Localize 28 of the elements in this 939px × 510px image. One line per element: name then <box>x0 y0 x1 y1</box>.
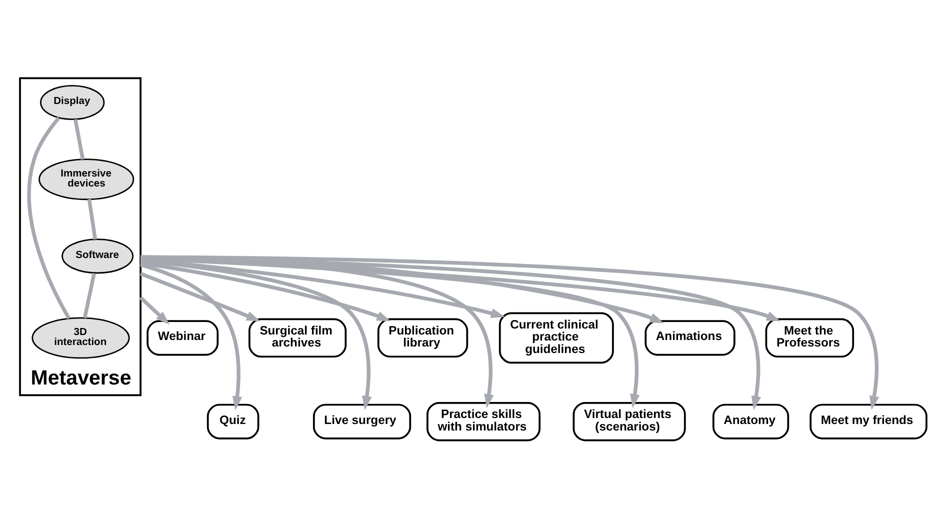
arrow <box>140 262 242 410</box>
node-box: Anatomy <box>712 403 790 439</box>
arrow <box>140 254 664 323</box>
arrow <box>140 271 260 321</box>
arrow <box>139 296 170 324</box>
node-ellipse: Software <box>62 238 134 274</box>
node-ellipse: Immersive devices <box>38 158 134 200</box>
node-box: Surgical film archives <box>248 318 347 358</box>
node-box: Practice skills with simulators <box>426 401 541 441</box>
connector <box>87 198 98 240</box>
node-box: Publication library <box>377 318 468 358</box>
node-box: Meet the Professors <box>765 318 854 358</box>
node-box: Meet my friends <box>810 403 928 439</box>
connector <box>73 118 85 160</box>
node-box: Live surgery <box>312 403 412 439</box>
node-box: Quiz <box>206 403 260 439</box>
node-box: Webinar <box>146 320 219 356</box>
node-box: Current clinical practice guidelines <box>498 312 614 364</box>
arrow <box>140 254 880 410</box>
arrow <box>140 258 505 318</box>
node-box: Virtual patients (scenarios) <box>572 401 686 441</box>
arrow <box>140 260 391 321</box>
node-ellipse: Display <box>40 84 105 120</box>
node-ellipse: 3D interaction <box>32 316 130 358</box>
node-box: Animations <box>644 320 736 356</box>
connector <box>27 116 71 319</box>
arrow <box>140 255 762 410</box>
connector <box>82 272 96 318</box>
